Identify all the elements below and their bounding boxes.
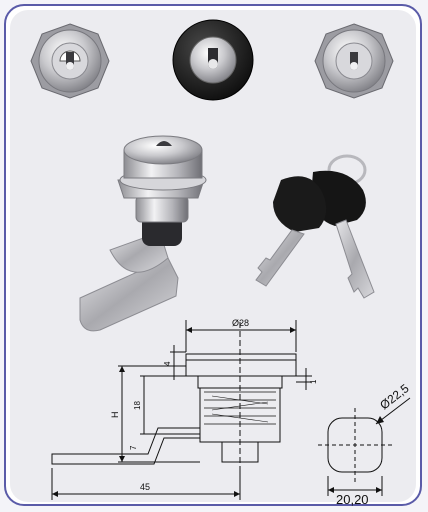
dim-cutout-diameter: Ø22,5 — [377, 381, 412, 412]
dim-height-h: H — [110, 412, 120, 419]
dim-cam-45: 45 — [140, 482, 150, 492]
lock-top-view-black — [172, 19, 254, 101]
keys-photo — [255, 154, 375, 299]
dim-body-18: 18 — [133, 401, 142, 410]
technical-drawing — [51, 320, 411, 500]
dim-cam-7: 7 — [129, 445, 138, 450]
dim-diameter-28: Ø28 — [232, 318, 249, 328]
dim-cutout-flat: 20,20 — [336, 492, 369, 507]
dimension-arrows — [52, 327, 384, 497]
cam-lock-photo — [79, 135, 207, 332]
dim-gap-1: 1 — [309, 379, 318, 384]
lock-top-view-chrome-right — [314, 23, 394, 99]
dim-flange-4: 4 — [163, 361, 172, 366]
lock-top-view-chrome-left — [30, 23, 110, 99]
